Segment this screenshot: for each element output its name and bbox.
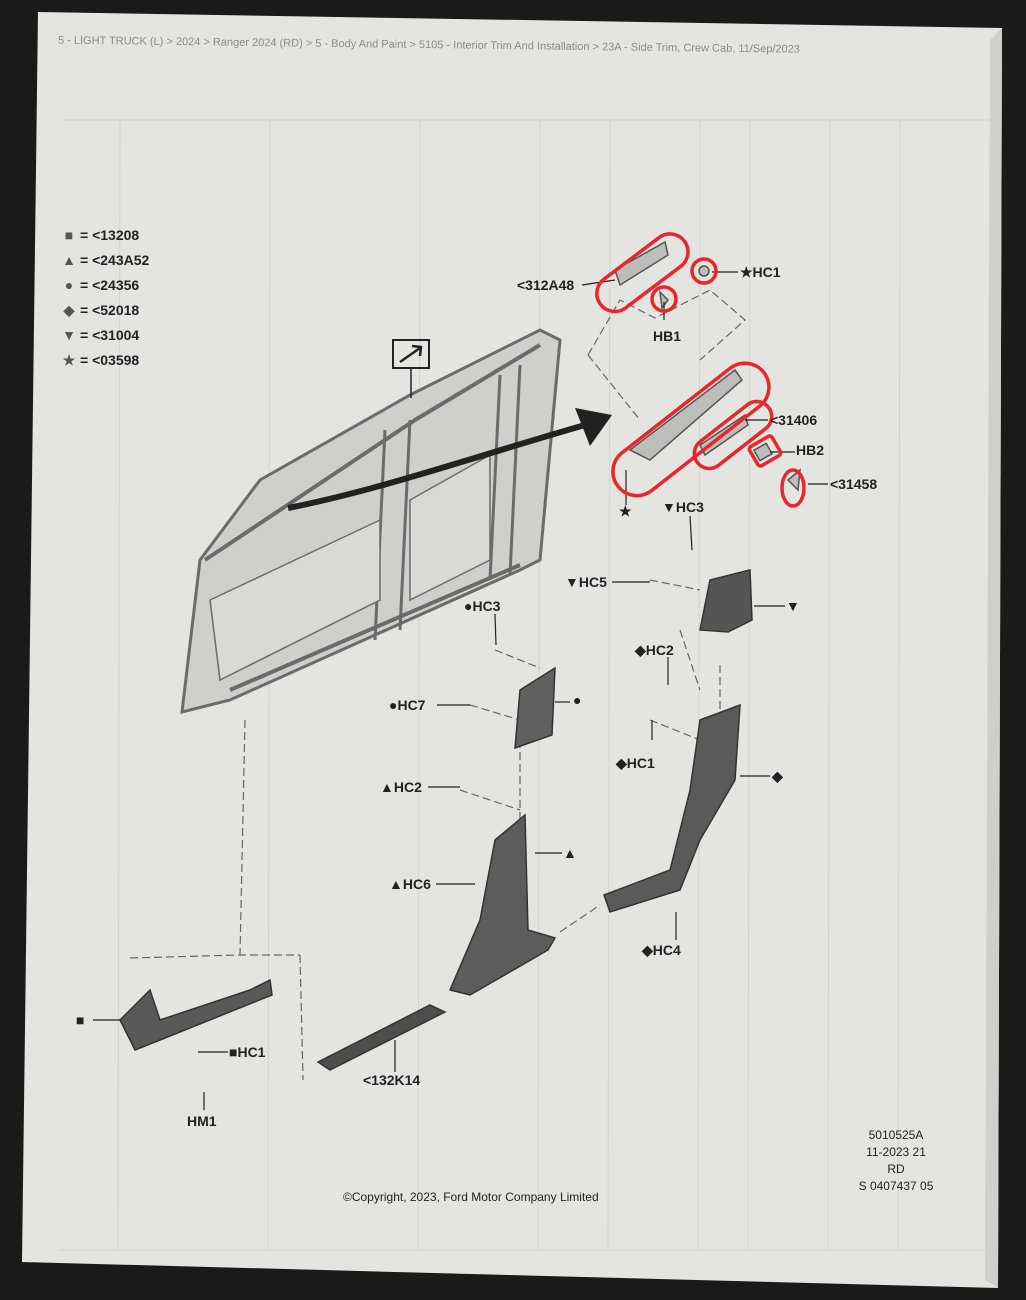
callout-square-left: ■ [76,1012,85,1028]
legend-row-31004: ▼= <31004 [62,327,139,343]
callout-hc4: ◆HC4 [642,942,681,958]
callout-hc2-left: ▲HC2 [380,779,422,795]
callout-31458: <31458 [830,476,878,492]
callout-hc2-right: ◆HC2 [635,642,674,658]
highlight-31406 [692,399,774,471]
highlight-hb1 [650,285,678,313]
body-side-frame [180,328,562,714]
red-highlights [595,232,806,508]
illustration-number: 5010525A [868,1128,924,1142]
highlight-long-trim [611,361,771,498]
part-code: S 0407437 05 [858,1179,934,1193]
callout-hc7: ●HC7 [389,697,426,713]
callout-31406: <31406 [770,412,818,428]
callout-hc5: ▼HC5 [565,574,607,590]
legend-row-243a52: ▲= <243A52 [62,252,149,268]
diamond-icon: ◆ [63,302,75,318]
legend-row-13208: ■ = <13208 [62,227,139,243]
square-icon: ■ [64,227,74,243]
highlight-31458 [780,468,806,508]
highlight-312a48 [595,232,690,314]
callout-hc1-right: ◆HC1 [616,755,655,771]
callout-star-bottom: ★ [619,503,632,519]
callout-hm1: HM1 [187,1113,217,1129]
callout-hc1-top: ★HC1 [740,264,781,280]
callout-hc3-mid: ●HC3 [464,598,501,614]
highlight-hb2 [747,434,783,468]
triangle-down-icon: ▼ [62,327,76,343]
market-code: RD [887,1162,905,1176]
pillar-trim-parts [119,569,753,1071]
callout-diamond-right: ◆ [772,768,783,784]
callout-tri-mid: ▲ [563,845,577,861]
date-code: 11-2023 21 [866,1145,926,1159]
illustration-info: 5010525A 11-2023 21 RD S 0407437 05 [848,1128,944,1193]
callout-hb1: HB1 [653,328,682,344]
legend-text: = <52018 [80,302,140,318]
callout-tri-down-right: ▼ [786,598,800,614]
legend-text: = <31004 [80,327,140,343]
callout-132k14: <132K14 [363,1072,421,1088]
circle-icon: ● [64,277,74,293]
highlight-hc1 [690,257,718,285]
legend-text: = <13208 [80,227,140,243]
callout-hc6: ▲HC6 [389,876,431,892]
legend-text: = <03598 [80,352,140,368]
callout-hc1-bottom: ■HC1 [229,1044,266,1060]
callout-312a48: <312A48 [517,277,575,293]
copyright-notice: ©Copyright, 2023, Ford Motor Company Lim… [343,1190,599,1204]
legend-row-52018: ◆ = <52018 [62,302,140,319]
callout-hc3-right: ▼HC3 [662,499,704,515]
triangle-icon: ▲ [62,252,76,268]
legend-row-24356: ● = <24356 [62,277,139,293]
legend-row-03598: ★= <03598 [62,352,139,369]
legend-text: = <24356 [80,277,140,293]
star-icon: ★ [62,352,76,368]
legend-text: = <243A52 [80,252,150,268]
callout-hb2: HB2 [796,442,825,458]
callout-circle-mid: ● [573,692,582,708]
arrow-head [575,408,612,446]
